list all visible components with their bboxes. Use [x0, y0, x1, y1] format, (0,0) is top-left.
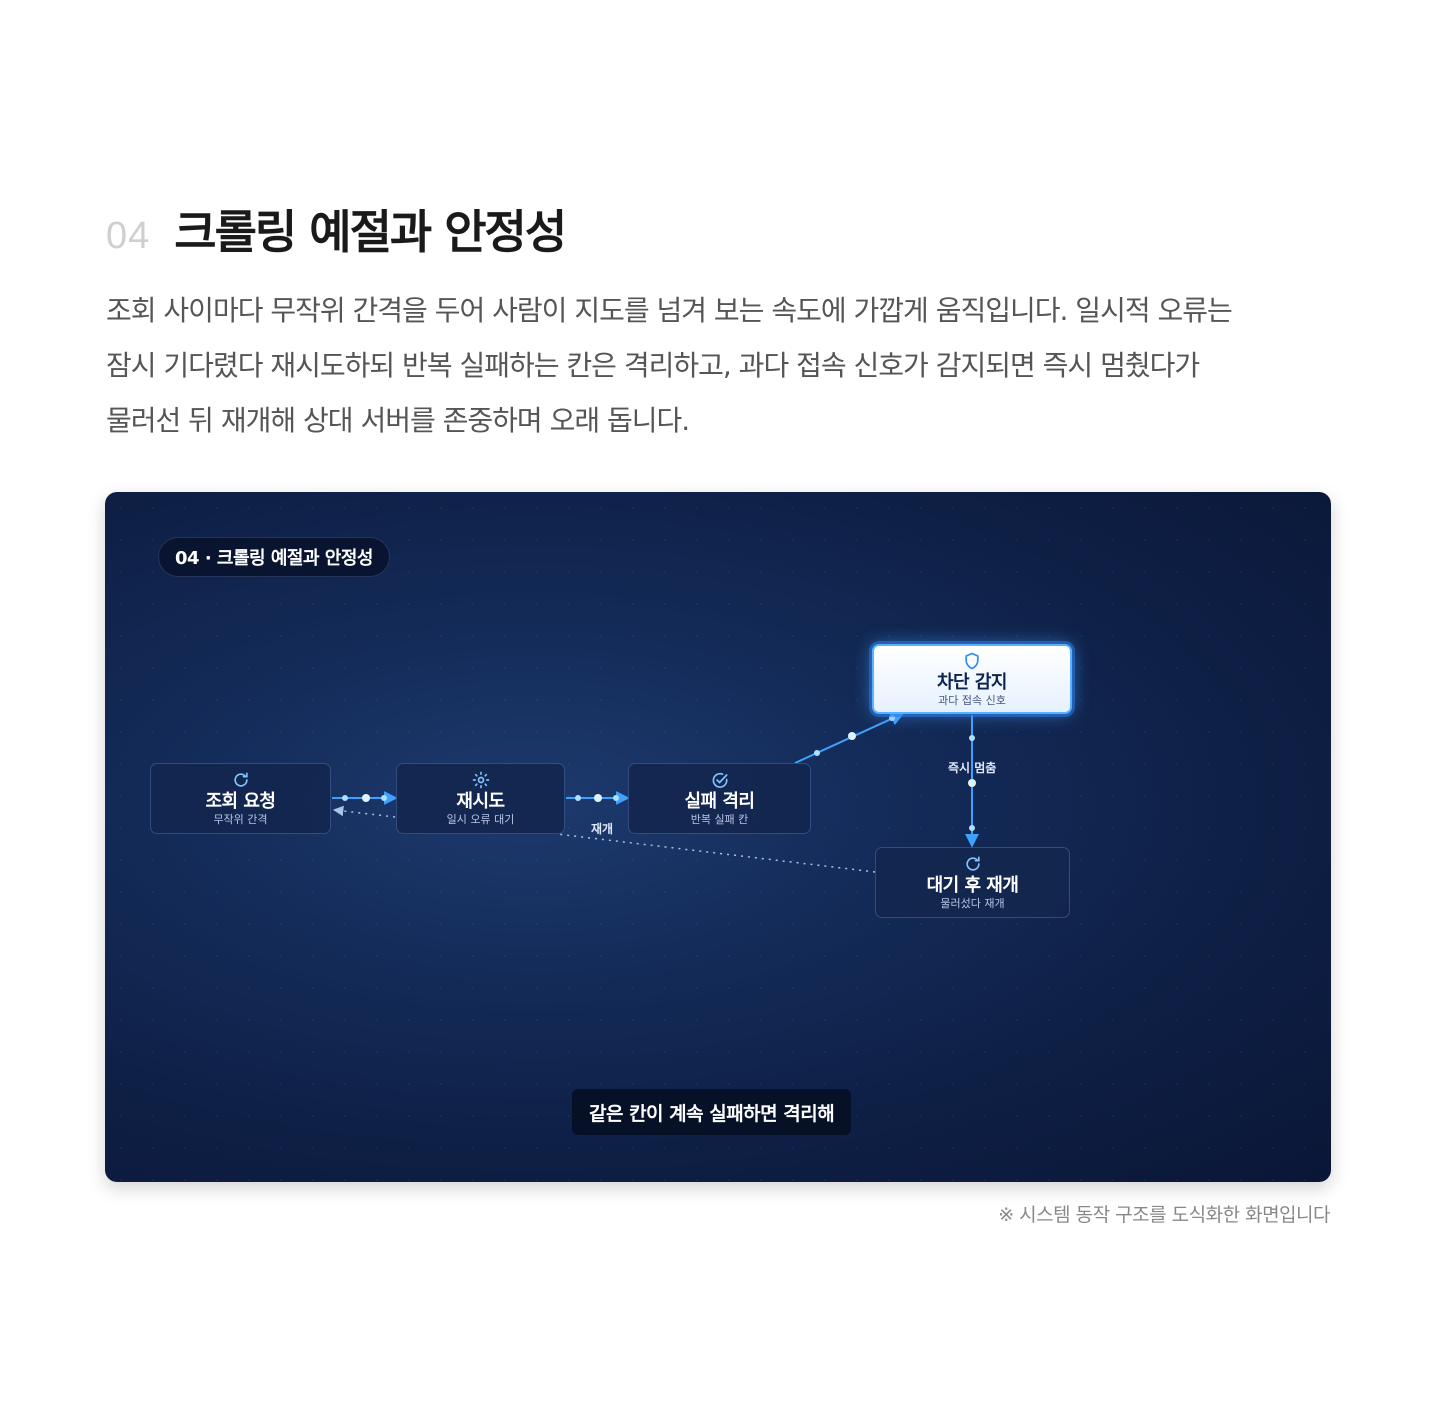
node-retry: 재시도 일시 오류 대기 [396, 763, 565, 834]
diagram-badge: 04 · 크롤링 예절과 안정성 [158, 537, 390, 577]
node-title: 조회 요청 [205, 791, 276, 812]
description-line: 물러선 뒤 재개해 상대 서버를 존중하며 오래 돕니다. [106, 404, 690, 437]
edge-label-immediate-stop: 즉시 멈춤 [948, 761, 997, 775]
node-title: 실패 격리 [684, 791, 755, 812]
node-subtitle: 일시 오류 대기 [446, 813, 515, 826]
gear-icon [472, 771, 489, 789]
node-title: 대기 후 재개 [926, 875, 1019, 896]
section-number: 04 [106, 215, 151, 257]
edge-dot [969, 735, 975, 741]
edge-dot [342, 795, 348, 801]
node-title: 차단 감지 [936, 671, 1008, 693]
diagram-caption: 같은 칸이 계속 실패하면 격리해 [572, 1089, 852, 1135]
edge-dot [613, 795, 619, 801]
footnote: ※ 시스템 동작 구조를 도식화한 화면입니다 [998, 1204, 1330, 1226]
description-line: 조회 사이마다 무작위 간격을 두어 사람이 지도를 넘겨 보는 속도에 가깝게… [106, 294, 1233, 327]
edge-retry-back-to-request [332, 805, 396, 818]
node-title: 재시도 [456, 791, 505, 812]
edge-dot [848, 732, 856, 740]
node-subtitle: 물러섰다 재개 [940, 897, 1005, 910]
edge-dot [968, 779, 976, 787]
edge-dot [969, 825, 975, 831]
node-subtitle: 반복 실패 칸 [690, 813, 749, 826]
diagram-edges [332, 712, 979, 873]
edge-dot [381, 795, 387, 801]
node-resume: 대기 후 재개 물러섰다 재개 [875, 847, 1070, 918]
edge-dot [594, 794, 602, 802]
node-block: 차단 감지 과다 접속 신호 [872, 644, 1072, 714]
edge-dot [814, 750, 820, 756]
refresh-icon [233, 772, 248, 787]
refresh-icon [965, 856, 980, 871]
edge-isolate-to-block [794, 712, 905, 764]
edge-dot [889, 715, 895, 721]
node-subtitle: 무작위 간격 [213, 813, 268, 826]
edge-resume-back-to-retry [556, 833, 876, 873]
section-description: 조회 사이마다 무작위 간격을 두어 사람이 지도를 넘겨 보는 속도에 가깝게… [106, 283, 1336, 448]
edge-dot [362, 794, 370, 802]
edge-dot [575, 795, 581, 801]
check-circle-icon [712, 772, 728, 788]
background-dot-grid [105, 492, 1331, 1182]
edge-label-resume: 재개 [591, 822, 614, 836]
section-title: 크롤링 예절과 안정성 [174, 205, 567, 259]
shield-icon [965, 652, 979, 669]
diagram-panel: 04 · 크롤링 예절과 안정성 조회 요청 무작위 간격 재시도 일시 오류 … [105, 492, 1331, 1182]
node-isolate: 실패 격리 반복 실패 칸 [628, 763, 811, 834]
description-line: 잠시 기다렸다 재시도하되 반복 실패하는 칸은 격리하고, 과다 접속 신호가… [106, 349, 1200, 382]
node-subtitle: 과다 접속 신호 [938, 693, 1006, 707]
node-request: 조회 요청 무작위 간격 [150, 763, 331, 834]
section-header: 04 크롤링 예절과 안정성 [106, 196, 567, 262]
